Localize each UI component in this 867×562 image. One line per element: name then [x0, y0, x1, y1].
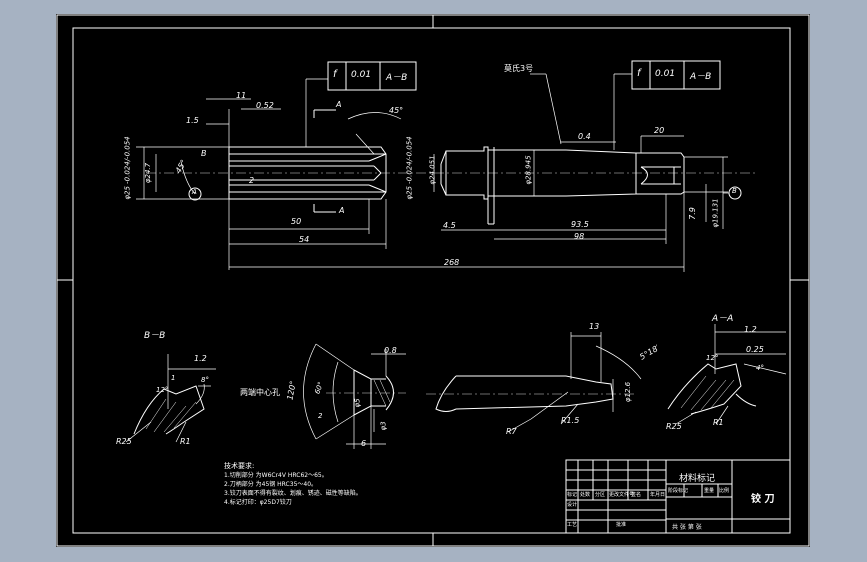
dim-45deg-left: 45° [173, 158, 189, 175]
aa-d12: 12° [706, 354, 719, 362]
center-hole-60: 60° [313, 380, 326, 396]
tb-label-change: 更改文件号 [609, 492, 635, 498]
tol1-symbol: f [333, 69, 337, 80]
dim-54: 54 [299, 235, 310, 244]
dim-0-52: 0.52 [256, 101, 274, 110]
center-hole-2: 2 [318, 412, 323, 420]
dim-dia24-051: φ24.051 [428, 155, 437, 185]
tb-material-mark: 材料标记 [679, 474, 716, 484]
dim-11: 11 [236, 91, 247, 100]
tb-design: 设计 [567, 502, 578, 508]
bb-d8: 8° [201, 376, 209, 384]
tb-process: 工艺 [567, 522, 578, 528]
dim-98: 98 [574, 232, 585, 241]
center-hole-6: 6 [361, 439, 367, 448]
tip-13: 13 [589, 322, 600, 331]
bb-r1: R1 [180, 437, 191, 446]
tol2-datum: A－B [690, 72, 712, 82]
tb-label-zone: 分区 [595, 492, 606, 498]
aa-r1: R1 [713, 418, 724, 427]
dim-93-5: 93.5 [571, 220, 589, 229]
dim-2: 2 [249, 176, 255, 185]
dim-0-4: 0.4 [578, 132, 591, 141]
bb-d12: 12° [156, 386, 169, 394]
aa-title: A－A [712, 314, 734, 324]
dim-dia24-7: φ24.7 [144, 162, 153, 184]
tolerance-frame-1 [327, 61, 417, 91]
bb-r25: R25 [116, 437, 132, 446]
tip-r7: R7 [506, 427, 517, 436]
tip-r1-5: R1.5 [561, 416, 580, 425]
note-1: 1.切削部分 为W6Cr4V HRC62～65。 [224, 472, 328, 479]
center-hole-d3: φ3 [379, 421, 388, 431]
datum-a-label: A [192, 188, 197, 196]
dim-dia19-131: φ19.131 [711, 198, 720, 228]
dim-7-9: 7.9 [687, 207, 697, 220]
tb-label-mark: 标记 [567, 492, 578, 498]
tb-label-count: 处数 [580, 492, 591, 498]
aa-r25: R25 [666, 422, 682, 431]
section-arrow-a-top: A [336, 100, 342, 109]
center-hole-120: 120° [285, 380, 298, 401]
dim-50: 50 [291, 217, 302, 226]
dim-4-5: 4.5 [443, 221, 456, 230]
morse-taper [488, 149, 637, 197]
tolerance-frame-2 [631, 60, 721, 90]
tb-stage-header: 阶段标记 [668, 488, 689, 494]
technical-notes: 技术要求: 1.切削部分 为W6Cr4V HRC62～65。 2.刀柄部分 为4… [224, 462, 362, 507]
section-arrow-a-bottom: A [339, 206, 345, 215]
tb-label-date: 年月日 [650, 492, 666, 498]
bb-d1: 1 [171, 374, 176, 382]
center-hole-detail [303, 343, 406, 449]
dim-dia25-left: φ25 -0.024/-0.054 [123, 136, 132, 200]
bb-d1-2: 1.2 [194, 354, 207, 363]
bb-title: B－B [144, 331, 166, 341]
tol1-datum: A－B [386, 73, 408, 83]
title-block [565, 459, 791, 534]
dim-45deg-top: 45° [389, 106, 404, 115]
reamer-main-view [136, 73, 756, 272]
aa-d4: 4° [756, 364, 764, 372]
datum-circle-a [188, 187, 202, 201]
drawing-sheet: f 0.01 A－B f 0.01 A－B 11 0.52 1.5 A 45° … [56, 14, 810, 547]
center-hole-0-8: 0.8 [384, 346, 397, 355]
aa-d1-2: 1.2 [744, 325, 757, 334]
cad-drawing [56, 14, 810, 547]
note-2: 2.刀柄部分 为45钢 HRC35～40。 [224, 481, 318, 488]
section-aa [667, 324, 787, 425]
aa-d0-25: 0.25 [746, 345, 764, 354]
center-hole-label: 两端中心孔 [240, 388, 280, 397]
tb-sheet-info: 共 张 第 张 [672, 524, 702, 531]
dim-dia28-945: φ28.945 [524, 155, 533, 185]
tol2-value: 0.01 [655, 69, 676, 79]
tb-approve: 批准 [616, 522, 627, 528]
tb-part-name: 铰 刀 [751, 494, 775, 505]
dim-1-5: 1.5 [186, 116, 199, 125]
dim-dia25-right: φ25 -0.024/-0.054 [405, 136, 414, 200]
tip-d12-6: φ12.6 [624, 381, 633, 403]
morse-label: 莫氏3号 [504, 64, 534, 73]
dim-20: 20 [654, 126, 665, 135]
tang [636, 152, 685, 195]
tol1-value: 0.01 [351, 70, 372, 80]
section-arrow-b: B [201, 149, 207, 158]
tb-weight-header: 重量 [704, 488, 715, 494]
center-hole-d5: φ5 [353, 398, 362, 408]
notes-title: 技术要求: [224, 462, 255, 470]
note-4: 4.标记打印：φ25D7铰刀 [224, 499, 292, 506]
tip-angle: 5°18′ [638, 343, 661, 362]
tip-detail [426, 332, 642, 433]
note-3: 3.铰刀表面不得有裂纹、划痕、锈迹、磁性等缺陷。 [224, 490, 362, 497]
datum-b-label: B [732, 187, 737, 195]
tb-label-sign: 签名 [631, 492, 642, 498]
dim-268: 268 [444, 258, 460, 267]
tb-scale-header: 比例 [719, 488, 730, 494]
tol2-symbol: f [637, 68, 641, 79]
section-bb [125, 354, 216, 443]
